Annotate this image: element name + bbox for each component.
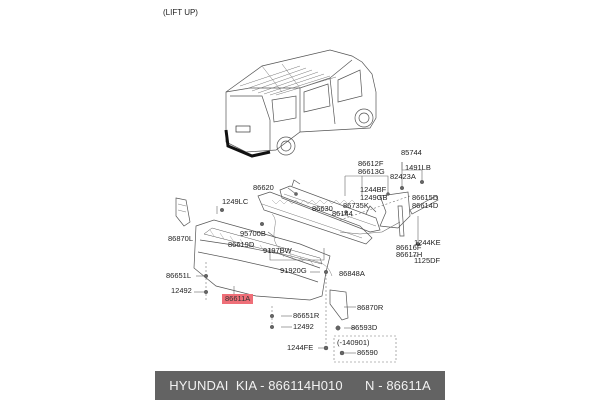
part-label-highlighted[interactable]: 86611A [222, 294, 254, 304]
part-label[interactable]: 91920G [280, 266, 307, 275]
part-label[interactable]: 86651L [166, 271, 192, 280]
part-label[interactable]: 86870R [357, 303, 384, 312]
part-label[interactable]: 86616F [396, 243, 422, 252]
part-label[interactable]: 86593D [351, 323, 378, 332]
part-label[interactable]: 1249GB [360, 193, 388, 202]
part-label[interactable]: (-140901) [337, 338, 370, 347]
energy-absorber [257, 191, 373, 245]
part-label[interactable]: 1125DF [414, 256, 441, 265]
van-illustration [224, 49, 377, 158]
bracket-left [175, 197, 191, 227]
part-label[interactable]: 95700B [240, 229, 266, 238]
part-label[interactable]: 1244KE [414, 238, 441, 247]
mud-guard [379, 191, 411, 229]
reflector-strip [409, 195, 439, 215]
part-label[interactable]: 86144 [332, 209, 353, 218]
bumper-cover [193, 219, 331, 301]
part-label[interactable]: 85744 [401, 148, 422, 157]
part-label[interactable]: 86612F [358, 159, 384, 168]
part-label[interactable]: 86630 [312, 204, 333, 213]
part-label[interactable]: 1244FE [287, 343, 314, 352]
part-label[interactable]: 86848A [339, 269, 365, 278]
part-label[interactable]: 86590 [357, 348, 378, 357]
side-strip [397, 205, 405, 237]
part-label[interactable]: 12492 [171, 286, 192, 295]
part-label[interactable]: 86615D [412, 193, 439, 202]
part-label[interactable]: 82423A [390, 172, 416, 181]
part-label[interactable]: 1491LB [405, 163, 431, 172]
wiring-harness [271, 213, 333, 277]
part-label[interactable]: 12492 [293, 322, 314, 331]
part-label[interactable]: 86617H [396, 250, 423, 259]
part-label[interactable]: 1244BF [360, 185, 387, 194]
part-label[interactable]: 86619D [228, 240, 255, 249]
part-label[interactable]: 86651R [293, 311, 320, 320]
part-label[interactable]: 86620 [253, 183, 274, 192]
footer-catalog-code: N - 86611A [365, 378, 431, 393]
fasteners [203, 179, 425, 356]
part-label[interactable]: 86614D [412, 201, 439, 210]
footer-brand-part-number: HYUNDAI KIA - 866114H010 [169, 378, 343, 393]
part-label[interactable]: 9197BW [263, 246, 292, 255]
part-label[interactable]: 86613G [358, 167, 385, 176]
part-label[interactable]: 86870L [168, 234, 194, 243]
part-label[interactable]: 86735K [343, 201, 369, 210]
bracket-right [329, 289, 349, 321]
rear-beam [279, 179, 381, 233]
lift-up-note: (LIFT UP) [163, 8, 198, 17]
part-label[interactable]: 1249LC [222, 197, 249, 206]
part-number-footer: HYUNDAI KIA - 866114H010 N - 86611A [155, 371, 445, 400]
